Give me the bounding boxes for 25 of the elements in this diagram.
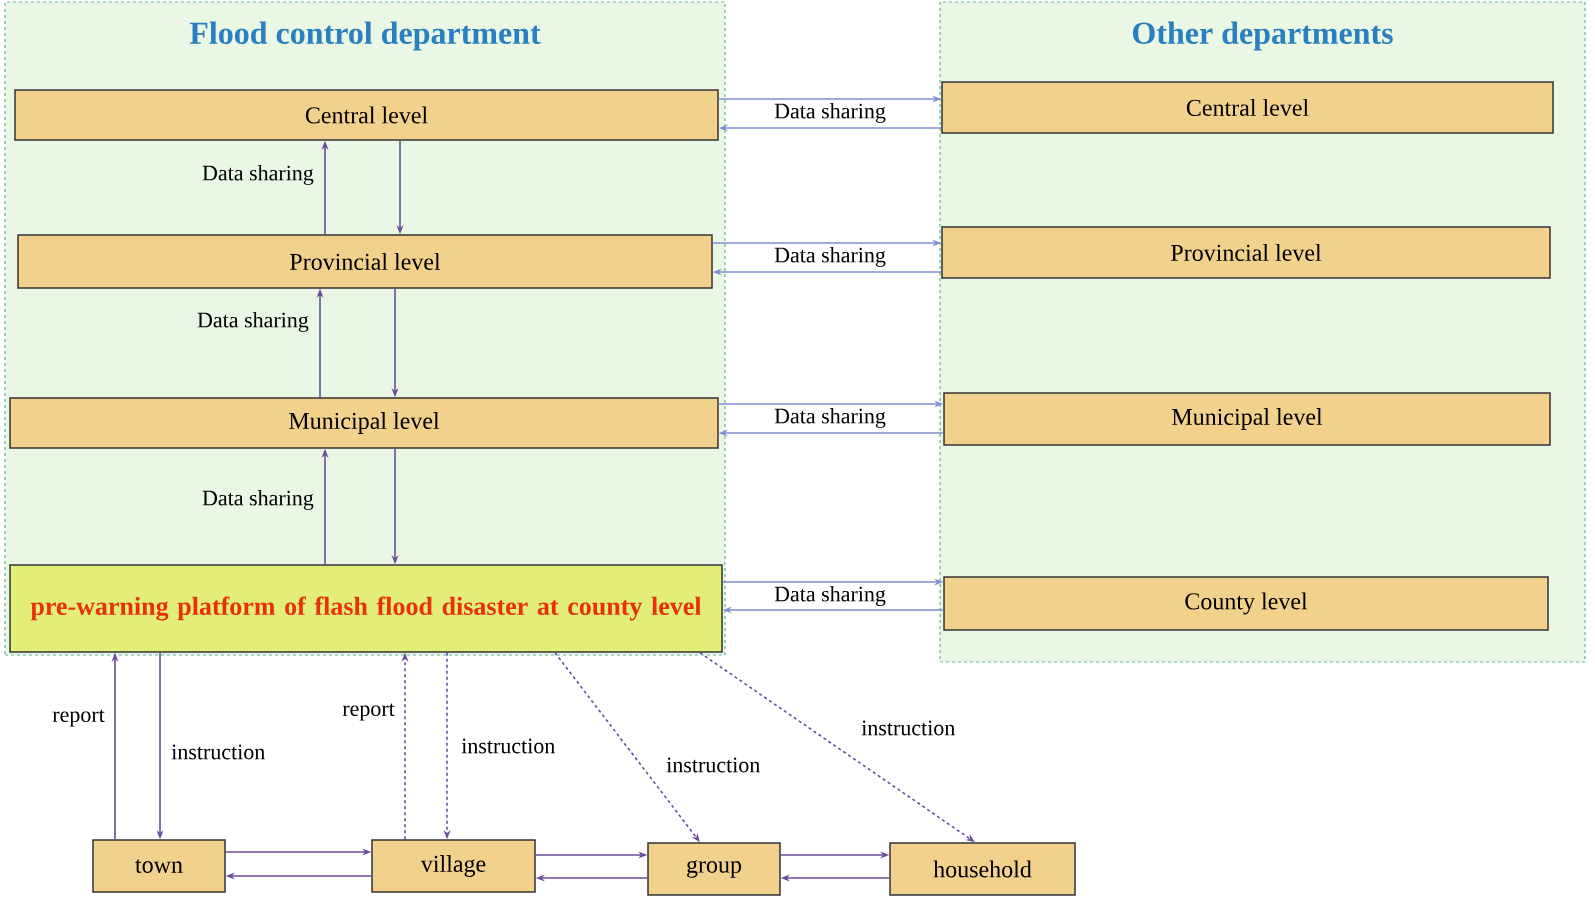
level-box: village <box>371 839 536 893</box>
level-box: group <box>647 842 781 896</box>
level-box: Central level <box>941 81 1554 134</box>
edge-label: instruction <box>460 737 557 755</box>
edge-label: report <box>51 708 106 728</box>
level-box: Provincial level <box>17 234 713 289</box>
edge-label: Data sharing <box>201 489 315 511</box>
edge-label: report <box>341 702 396 722</box>
edge-label: Data sharing <box>773 407 887 429</box>
edge-label: Data sharing <box>196 311 310 333</box>
edge-label: Data sharing <box>201 164 315 186</box>
edge-label: instruction <box>860 719 957 737</box>
edge-label: instruction <box>665 756 762 774</box>
level-box: County level <box>943 576 1549 631</box>
level-box: Provincial level <box>941 226 1551 279</box>
level-box: town <box>92 839 226 893</box>
edge-label: instruction <box>170 743 267 761</box>
edge-label: Data sharing <box>773 246 887 268</box>
level-box: Municipal level <box>943 392 1551 446</box>
platform-box: pre-warning platform of flash flood disaster at county level <box>9 564 723 653</box>
level-box: Central level <box>14 89 719 141</box>
level-box: household <box>889 842 1076 896</box>
level-box: Municipal level <box>9 397 719 449</box>
edge-label: Data sharing <box>773 102 887 124</box>
edge-label: Data sharing <box>773 585 887 607</box>
